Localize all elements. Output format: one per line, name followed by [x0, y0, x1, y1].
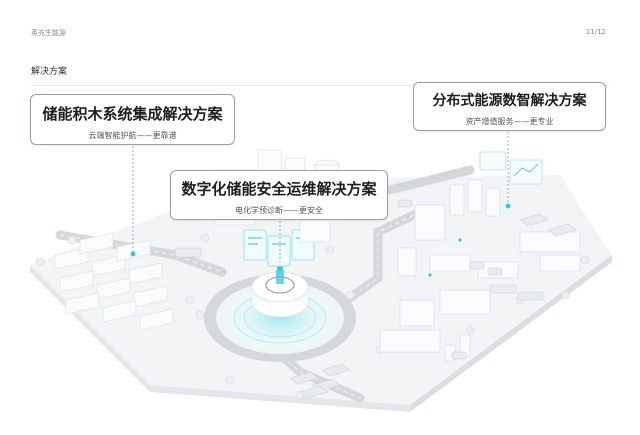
callout-digital-safety-ops: 数字化储能安全运维解决方案 电化学预诊断——更安全 [170, 170, 388, 220]
road-markings [59, 211, 421, 399]
brand-name: 英充生能源 [31, 29, 66, 37]
page-number: 11/12 [585, 28, 606, 36]
ev-vehicles [174, 199, 545, 360]
callout-title: 储能积木系统集成解决方案 [42, 105, 223, 123]
callout-subtitle: 云端智能护航——更靠谱 [88, 131, 177, 140]
callout-distributed-energy: 分布式能源数智解决方案 资产增值服务——更专业 [413, 82, 606, 131]
section-divider [31, 85, 609, 86]
callout-subtitle: 资产增值服务——更专业 [465, 117, 554, 126]
callout-energy-storage-integration: 储能积木系统集成解决方案 云端智能护航——更靠谱 [30, 94, 235, 145]
solar-panels [289, 213, 577, 399]
battery-containers-left [54, 232, 174, 331]
right-industrial-area [379, 179, 581, 362]
callout-title: 分布式能源数智解决方案 [432, 93, 587, 109]
accent-indicators [130, 203, 511, 277]
callout-title: 数字化储能安全运维解决方案 [181, 180, 377, 198]
section-title: 解决方案 [31, 67, 68, 77]
floating-data-screens [479, 151, 543, 185]
central-roundabout [204, 229, 356, 362]
callout-subtitle: 电化学预诊断——更安全 [235, 206, 323, 215]
trees [35, 233, 590, 400]
callout-leader-lines [132, 132, 509, 262]
